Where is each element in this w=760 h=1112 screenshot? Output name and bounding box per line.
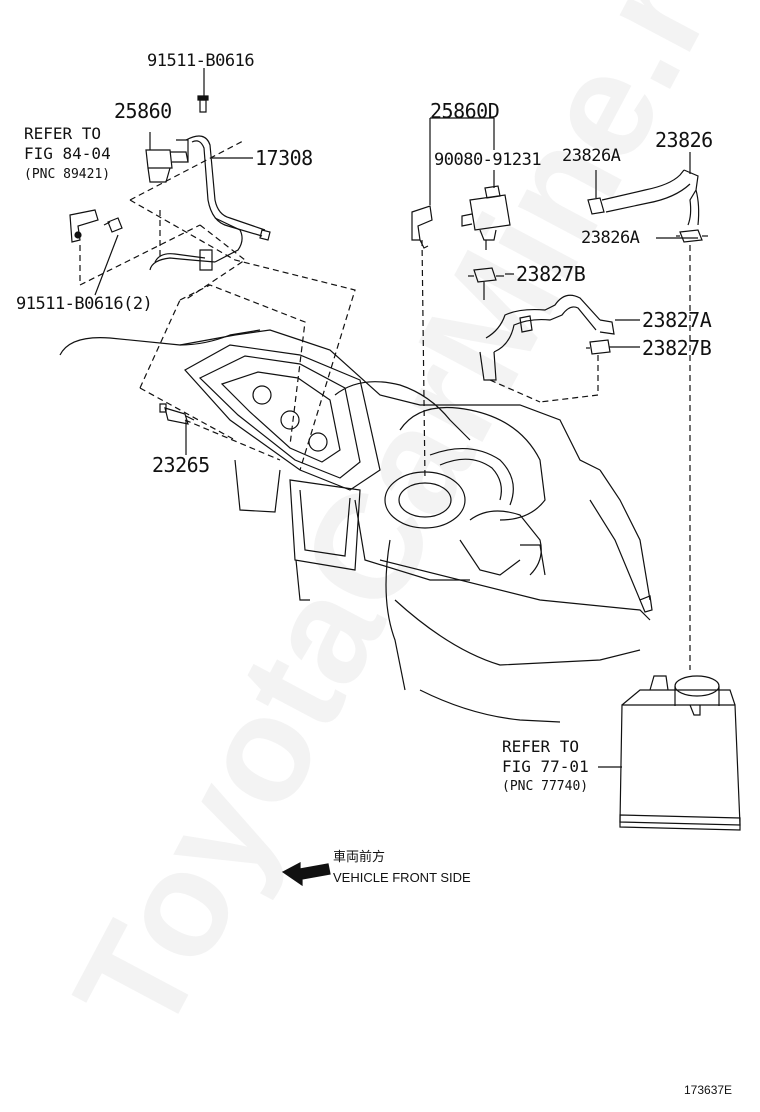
direction-label-en: VEHICLE FRONT SIDE (333, 870, 471, 885)
sensor-23265 (159, 403, 195, 425)
direction-label-jp: 車両前方 (333, 849, 386, 864)
part-label-23265: 23265 (152, 453, 210, 477)
refer-right-line1: REFER TO (502, 737, 580, 756)
valve-25860-assembly (145, 95, 271, 271)
dashed-guides (79, 139, 691, 670)
part-label-23827a: 23827A (642, 308, 712, 332)
part-label-23826: 23826 (655, 128, 713, 152)
part-label-23826a-top: 23826A (562, 146, 621, 166)
part-label-23827b-bottom: 23827B (642, 336, 712, 360)
part-label-25860: 25860 (114, 99, 172, 123)
refer-left-line2: FIG 84-04 (24, 144, 111, 163)
refer-right-line3: (PNC 77740) (502, 779, 589, 794)
engine-illustration (59, 329, 653, 723)
leader-lines (94, 68, 698, 768)
charcoal-canister (619, 675, 741, 831)
refer-left-line1: REFER TO (24, 124, 102, 143)
part-label-23826a-mid: 23826A (581, 228, 640, 248)
refer-left-line3: (PNC 89421) (24, 167, 111, 182)
bracket-and-bolt (69, 209, 123, 243)
hose-23827-assembly (468, 267, 615, 381)
part-label-23827b-top: 23827B (516, 262, 586, 286)
refer-right-line2: FIG 77-01 (502, 757, 589, 776)
hose-23826-assembly (587, 169, 708, 243)
direction-arrow (281, 862, 331, 887)
part-label-91511-b0616: 91511-B0616 (147, 51, 255, 71)
part-label-91511-b0616-2: 91511-B0616(2) (16, 294, 153, 314)
valve-25860d-assembly (411, 185, 511, 250)
part-label-25860d: 25860D (430, 99, 500, 123)
part-label-90080-91231: 90080-91231 (434, 150, 542, 170)
figure-number: 173637E (684, 1083, 733, 1097)
part-label-17308: 17308 (255, 146, 313, 170)
